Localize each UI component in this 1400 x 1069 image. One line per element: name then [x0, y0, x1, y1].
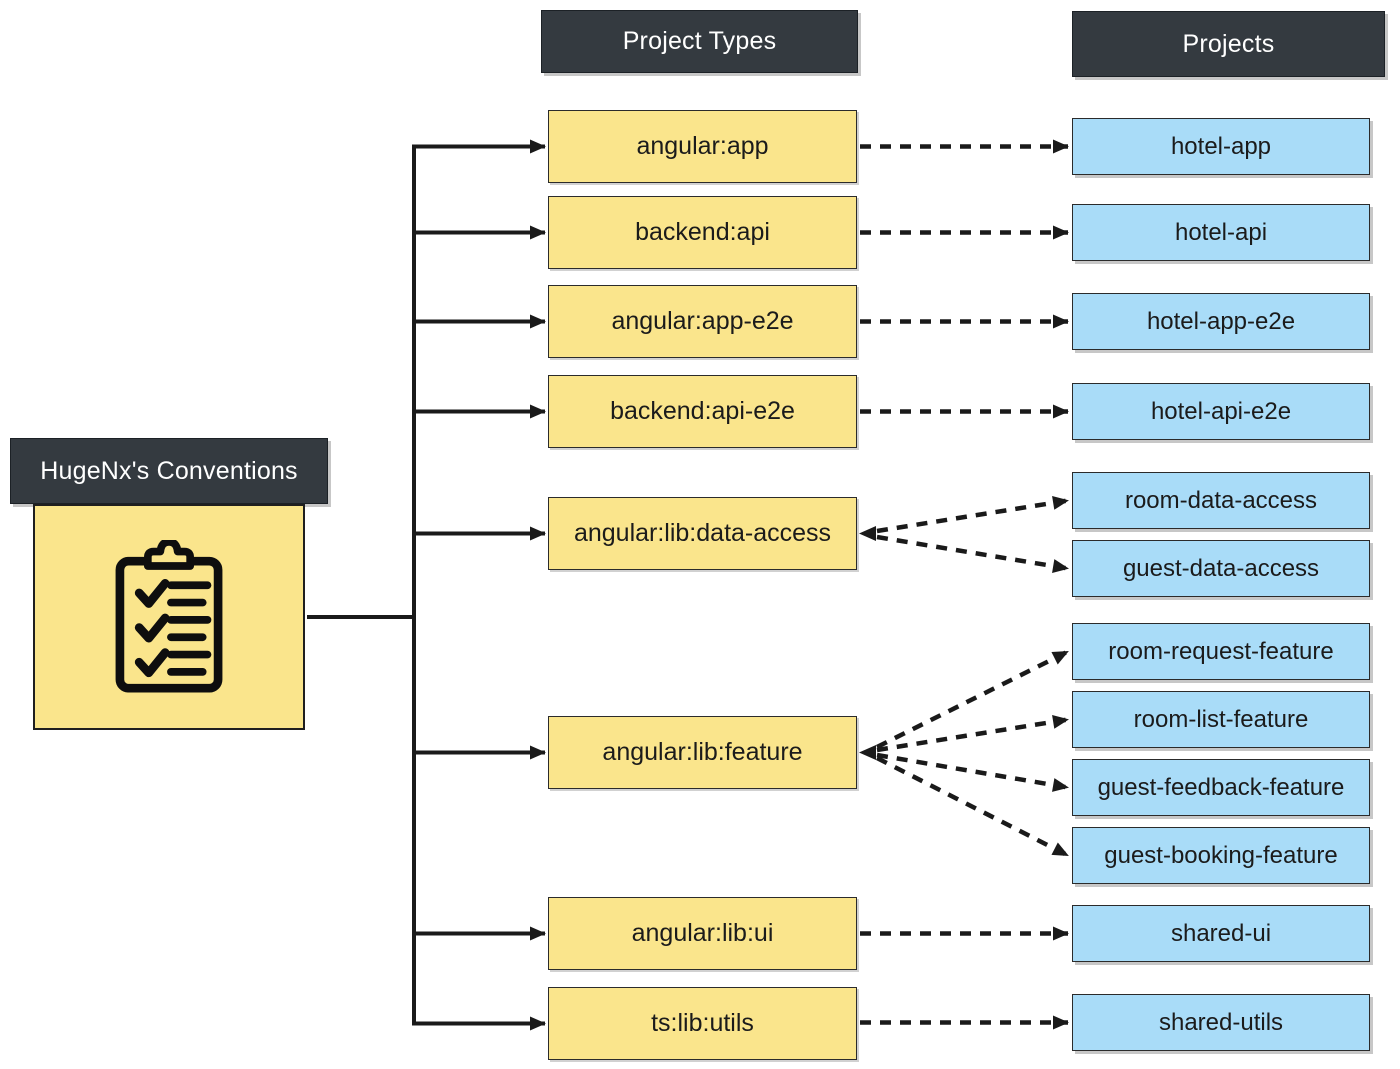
project-box-room-list-feature: room-list-feature	[1072, 691, 1370, 748]
type-box-angular-app-e2e: angular:app-e2e	[548, 285, 857, 358]
project-box-hotel-app-e2e: hotel-app-e2e	[1072, 293, 1370, 350]
project-box-guest-data-access: guest-data-access	[1072, 540, 1370, 597]
project-box-shared-ui: shared-ui	[1072, 905, 1370, 962]
project-box-hotel-app: hotel-app	[1072, 118, 1370, 175]
project-box-room-request-feature: room-request-feature	[1072, 623, 1370, 680]
type-box-angular-lib-data-access: angular:lib:data-access	[548, 497, 857, 570]
project-types-header: Project Types	[541, 10, 858, 73]
conventions-header: HugeNx's Conventions	[10, 438, 328, 504]
projects-header: Projects	[1072, 11, 1385, 77]
conventions-box	[33, 504, 305, 730]
project-box-shared-utils: shared-utils	[1072, 994, 1370, 1051]
project-box-hotel-api-e2e: hotel-api-e2e	[1072, 383, 1370, 440]
type-box-angular-lib-ui: angular:lib:ui	[548, 897, 857, 970]
checklist-clipboard-icon	[115, 540, 223, 693]
type-box-ts-lib-utils: ts:lib:utils	[548, 987, 857, 1060]
type-box-backend-api: backend:api	[548, 196, 857, 269]
project-box-guest-feedback-feature: guest-feedback-feature	[1072, 759, 1370, 816]
type-box-angular-app: angular:app	[548, 110, 857, 183]
type-box-angular-lib-feature: angular:lib:feature	[548, 716, 857, 789]
type-box-backend-api-e2e: backend:api-e2e	[548, 375, 857, 448]
dashed-mapping-lines	[859, 139, 1070, 1030]
project-box-hotel-api: hotel-api	[1072, 204, 1370, 261]
project-box-guest-booking-feature: guest-booking-feature	[1072, 827, 1370, 884]
project-box-room-data-access: room-data-access	[1072, 472, 1370, 529]
solid-branch-lines	[307, 139, 546, 1031]
